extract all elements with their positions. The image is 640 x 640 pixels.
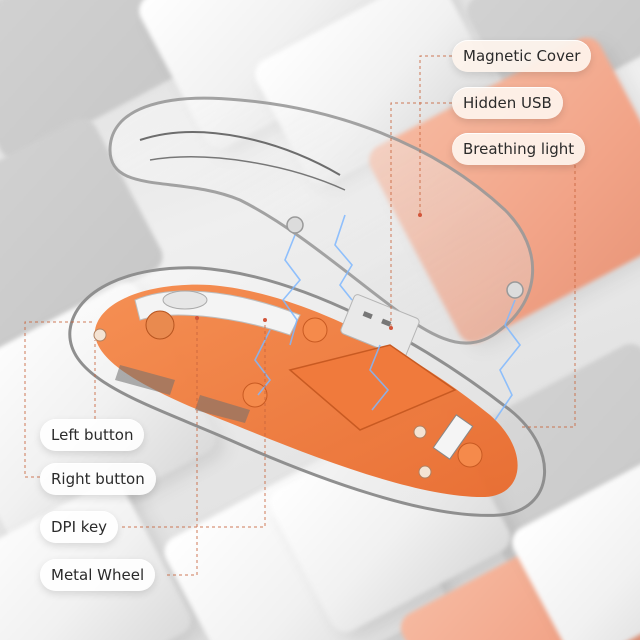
label-text: Metal Wheel [51, 566, 145, 584]
label-text: Right button [51, 470, 145, 488]
label-right-button: Right button [40, 463, 156, 495]
label-text: Magnetic Cover [463, 47, 581, 65]
magnetic-spark-effect [254, 214, 522, 421]
label-metal-wheel: Metal Wheel [40, 559, 156, 591]
label-text: DPI key [51, 518, 108, 536]
label-text: Hidden USB [463, 94, 552, 112]
label-text: Breathing light [463, 140, 575, 158]
magnetic-cover-shell [108, 96, 535, 345]
label-breathing-light: Breathing light [452, 133, 586, 165]
label-left-button: Left button [40, 419, 145, 451]
mouse-base [68, 266, 546, 517]
label-magnetic-cover: Magnetic Cover [452, 40, 592, 72]
label-dpi-key: DPI key [40, 511, 119, 543]
label-text: Left button [51, 426, 134, 444]
label-hidden-usb: Hidden USB [452, 87, 563, 119]
